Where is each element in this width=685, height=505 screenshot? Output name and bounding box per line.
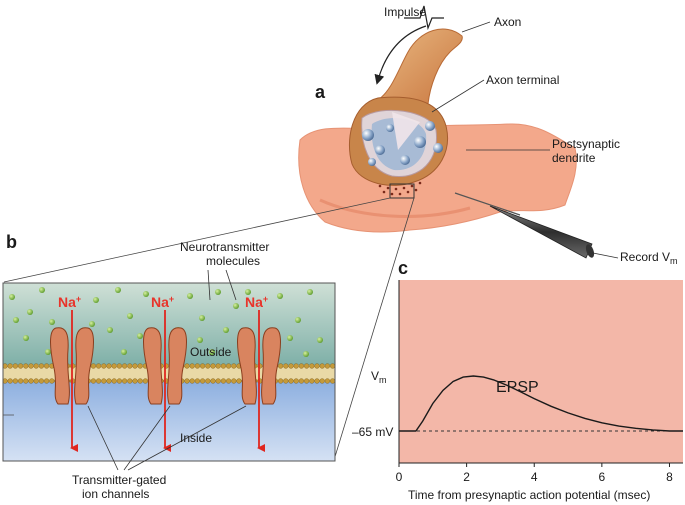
molecules-label: molecules [206,254,260,268]
panel-b: b [2,232,336,501]
x-tick-label: 8 [666,470,673,484]
ion-channels-label: ion channels [82,487,149,501]
channels-label: Transmitter-gated [72,473,166,487]
outside-label: Outside [190,345,232,359]
na-ion-label-3: Na+ [245,294,268,310]
neurotransmitter-label: Neurotransmitter [180,240,269,254]
y-axis-label: Vm [371,369,387,385]
panel-b-frame [2,282,336,462]
postsynaptic-label: Postsynaptic [552,137,620,151]
na-ion-label-2: Na+ [151,294,174,310]
x-tick-label: 2 [463,470,470,484]
electrode-tip [454,192,521,216]
panel-a-letter: a [315,82,326,102]
epsp-label: EPSP [496,379,539,396]
panel-b-letter: b [6,232,17,252]
inside-label: Inside [180,431,212,445]
zoom-line-left [3,197,391,283]
neurotransmitter-molecules [9,287,323,357]
magnification-box [389,183,415,199]
epsp-curve [399,375,683,432]
impulse-arrow [374,25,427,85]
x-tick-label: 0 [396,470,403,484]
recording-electrode [489,205,593,259]
panel-a: a Impulse Axon Axon terminal Postsynapti… [298,5,678,266]
axon-label: Axon [494,15,521,29]
impulse-trace [404,5,444,31]
baseline-value-label: –65 mV [352,425,393,439]
dendrite-label: dendrite [552,151,596,165]
record-vm-label: Record Vm [620,250,678,266]
axon [376,28,463,105]
x-tick-label: 6 [599,470,606,484]
axon-terminal-label: Axon terminal [486,73,559,87]
panel-c-letter: c [398,258,408,278]
active-zone-dots [378,181,422,196]
panel-c: c 0 2 4 6 8 EPSP Vm –65 mV Time from presyna… [352,258,683,502]
ion-channel-1 [50,327,94,405]
synaptic-vesicles [362,121,443,166]
na-ion-label-1: Na+ [58,294,81,310]
zoom-line-right [333,197,415,461]
impulse-label: Impulse [384,5,426,19]
ion-channel-3 [237,327,281,405]
ion-channel-2 [143,327,187,405]
chart-plot-area [399,280,683,463]
x-tick-label: 4 [531,470,538,484]
x-axis-label: Time from presynaptic action potential (… [408,488,650,502]
